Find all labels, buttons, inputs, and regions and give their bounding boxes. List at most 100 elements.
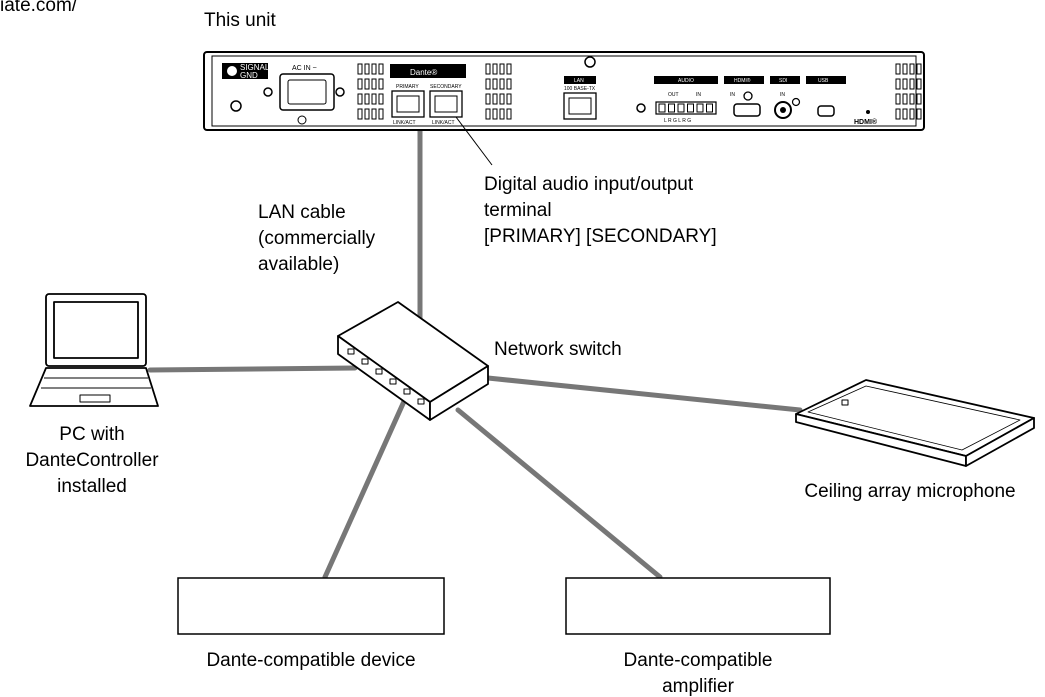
vent-slot (909, 63, 915, 75)
vent-slot (378, 78, 384, 90)
audio-terminal-pins (658, 103, 713, 113)
vent-slot (378, 63, 384, 75)
lan-cable-label-line-2: (commercially (258, 228, 376, 249)
pc-label-line-3: installed (57, 476, 127, 497)
cables (147, 125, 803, 580)
vent-slot (916, 63, 922, 75)
usb-label: USB (818, 78, 829, 84)
vent-slot (902, 63, 908, 75)
vent-slot (364, 108, 370, 120)
sdi-badge (770, 76, 800, 84)
terminal-leader-line (455, 116, 493, 166)
primary-rj45-inner (396, 95, 420, 113)
secondary-link-act-label: LINK/ACT (432, 120, 455, 126)
signal-label: SIGNAL (240, 63, 270, 72)
switch-port (403, 388, 411, 395)
vent-slot (506, 63, 512, 75)
ceiling-microphone-icon (795, 379, 1035, 467)
pc-label-line-1: PC with (59, 424, 124, 445)
vent-slot (895, 63, 901, 75)
mic-indicator (841, 399, 849, 406)
vent-slot (506, 93, 512, 105)
audio-pin (658, 103, 666, 113)
audio-pins-label: L R G L R G (664, 118, 691, 124)
status-led-icon (866, 110, 870, 114)
audio-pin (687, 103, 694, 113)
sdi-bnc-center (780, 107, 786, 113)
audio-out-label: OUT (668, 92, 679, 98)
vent-slot (371, 108, 377, 120)
lan-rj45-inner (568, 97, 592, 115)
network-switch-icon (337, 301, 489, 421)
ac-screw-left-icon (263, 87, 273, 97)
gnd-label: GND (240, 71, 258, 80)
vent-slot (492, 78, 498, 90)
vent-slot (499, 63, 505, 75)
vent-grille-left (357, 63, 384, 120)
vent-slot (506, 78, 512, 90)
vent-slot (357, 78, 363, 90)
ac-inlet-inner (287, 79, 327, 105)
switch-port (361, 358, 369, 365)
panel-screw-icon (230, 100, 242, 112)
vent-slot (909, 93, 915, 105)
audio-pin (706, 103, 713, 113)
vent-slot (902, 78, 908, 90)
vent-slot (371, 78, 377, 90)
ac-hole-icon (297, 115, 307, 125)
vent-slot (895, 78, 901, 90)
vent-slot (916, 108, 922, 120)
vent-slot (364, 63, 370, 75)
ac-screw-right-icon (335, 87, 345, 97)
audio-label: AUDIO (678, 78, 694, 84)
terminal-label-line-2: terminal (484, 200, 552, 221)
vent-slot (499, 78, 505, 90)
usb-badge (806, 76, 846, 84)
vent-slot (492, 108, 498, 120)
vent-slot (499, 93, 505, 105)
vent-slot (909, 108, 915, 120)
lan-badge (564, 76, 596, 84)
audio-pin (668, 103, 675, 113)
vent-slot (371, 93, 377, 105)
network-switch-label: Network switch (494, 339, 622, 360)
hdmi-in-label: IN (730, 92, 735, 98)
vent-slot (357, 93, 363, 105)
audio-badge (654, 76, 718, 84)
hdmi-label: HDMI® (734, 77, 751, 84)
terminal-label-line-1: Digital audio input/output (484, 174, 694, 195)
switch-ports (347, 348, 425, 405)
ceiling-mic-label: Ceiling array microphone (804, 481, 1015, 502)
vent-slot (364, 93, 370, 105)
vent-slot (492, 93, 498, 105)
vent-slot (485, 63, 491, 75)
lan-cable-label-line-3: available) (258, 254, 339, 275)
lan-label: LAN (574, 78, 584, 84)
vent-slot (895, 108, 901, 120)
vent-slot (506, 108, 512, 120)
cable-switch-to-device (322, 385, 413, 580)
dante-brand-label: Dante® (410, 68, 437, 77)
vent-slot (357, 63, 363, 75)
dante-amplifier-label-line-1: Dante-compatible (624, 650, 773, 671)
vent-grille-right (895, 63, 922, 120)
this-unit-label: This unit (204, 10, 277, 31)
secondary-label: SECONDARY (430, 84, 462, 90)
url-fragment: iate.com/ (0, 0, 78, 16)
vent-slot (357, 108, 363, 120)
vent-slot (492, 63, 498, 75)
vent-grille-mid (485, 63, 512, 120)
vent-slot (909, 78, 915, 90)
vent-slot (902, 108, 908, 120)
dante-header-badge (390, 64, 466, 78)
laptop-trackpad (79, 394, 111, 403)
unit-panel-inner (211, 55, 917, 127)
primary-label: PRIMARY (396, 84, 419, 90)
mic-side (965, 417, 1035, 467)
lan-cable-label-line-1: LAN cable (258, 202, 346, 223)
vent-slot (916, 78, 922, 90)
vent-slot (485, 108, 491, 120)
vent-slot (902, 93, 908, 105)
laptop-icon (29, 293, 159, 407)
